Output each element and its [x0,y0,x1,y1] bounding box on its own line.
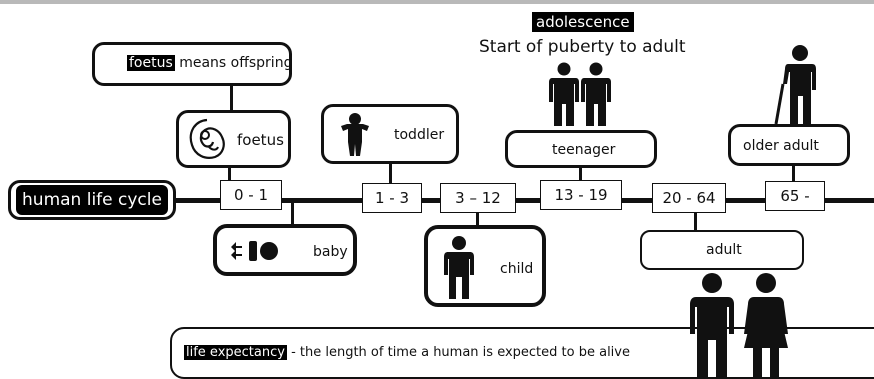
connector [579,168,582,182]
child-icon [444,236,474,299]
age-child: 3 – 12 [440,183,516,213]
adolescence-heading: adolescence [532,12,634,32]
foetus-note: foetus means offspring [127,55,292,71]
adult-label: adult [706,242,742,258]
baby-box: baby [213,224,357,276]
teenager-label: teenager [552,142,616,158]
older-adult-label: older adult [743,138,819,154]
connector [476,213,479,227]
toddler-box: toddler [321,104,459,164]
child-label: child [500,261,534,277]
adults-icon [690,273,788,378]
age-older-adult: 65 - [765,181,825,211]
adult-box: adult [640,230,804,270]
age-toddler: 1 - 3 [362,183,422,213]
foetus-label: foetus [237,131,284,149]
older-adult-box: older adult [728,124,850,166]
foetus-note-box: foetus means offspring [92,42,292,86]
connector [228,168,231,184]
toddler-label: toddler [394,127,445,143]
teenagers-icon [549,62,611,126]
timeline-line [175,198,874,203]
connector [230,86,233,112]
life-expectancy-definition: - the length of time a human is expected… [286,345,630,360]
baby-label: baby [313,244,348,260]
foetus-note-rest: means offspring [174,55,293,71]
age-adult: 20 - 64 [652,183,726,213]
foetus-box: foetus [176,110,291,168]
page-title: human life cycle [16,185,168,215]
life-expectancy-term: life expectancy [184,345,287,360]
toddler-icon [341,113,369,156]
connector [389,164,392,186]
foetus-icon [189,118,225,159]
connector [694,213,697,231]
adolescence-subtitle: Start of puberty to adult [479,37,686,57]
life-expectancy-text: life expectancy - the length of time a h… [184,345,630,360]
baby-icon [231,241,278,261]
age-teenager: 13 - 19 [540,180,622,210]
title-box: human life cycle [8,180,176,220]
older-adult-icon [774,45,816,125]
teenager-box: teenager [505,130,657,168]
connector [792,166,795,182]
top-divider [0,0,874,4]
connector [291,200,294,226]
age-foetus-baby: 0 - 1 [220,180,282,210]
child-box: child [424,225,546,307]
foetus-note-highlight: foetus [127,55,175,71]
